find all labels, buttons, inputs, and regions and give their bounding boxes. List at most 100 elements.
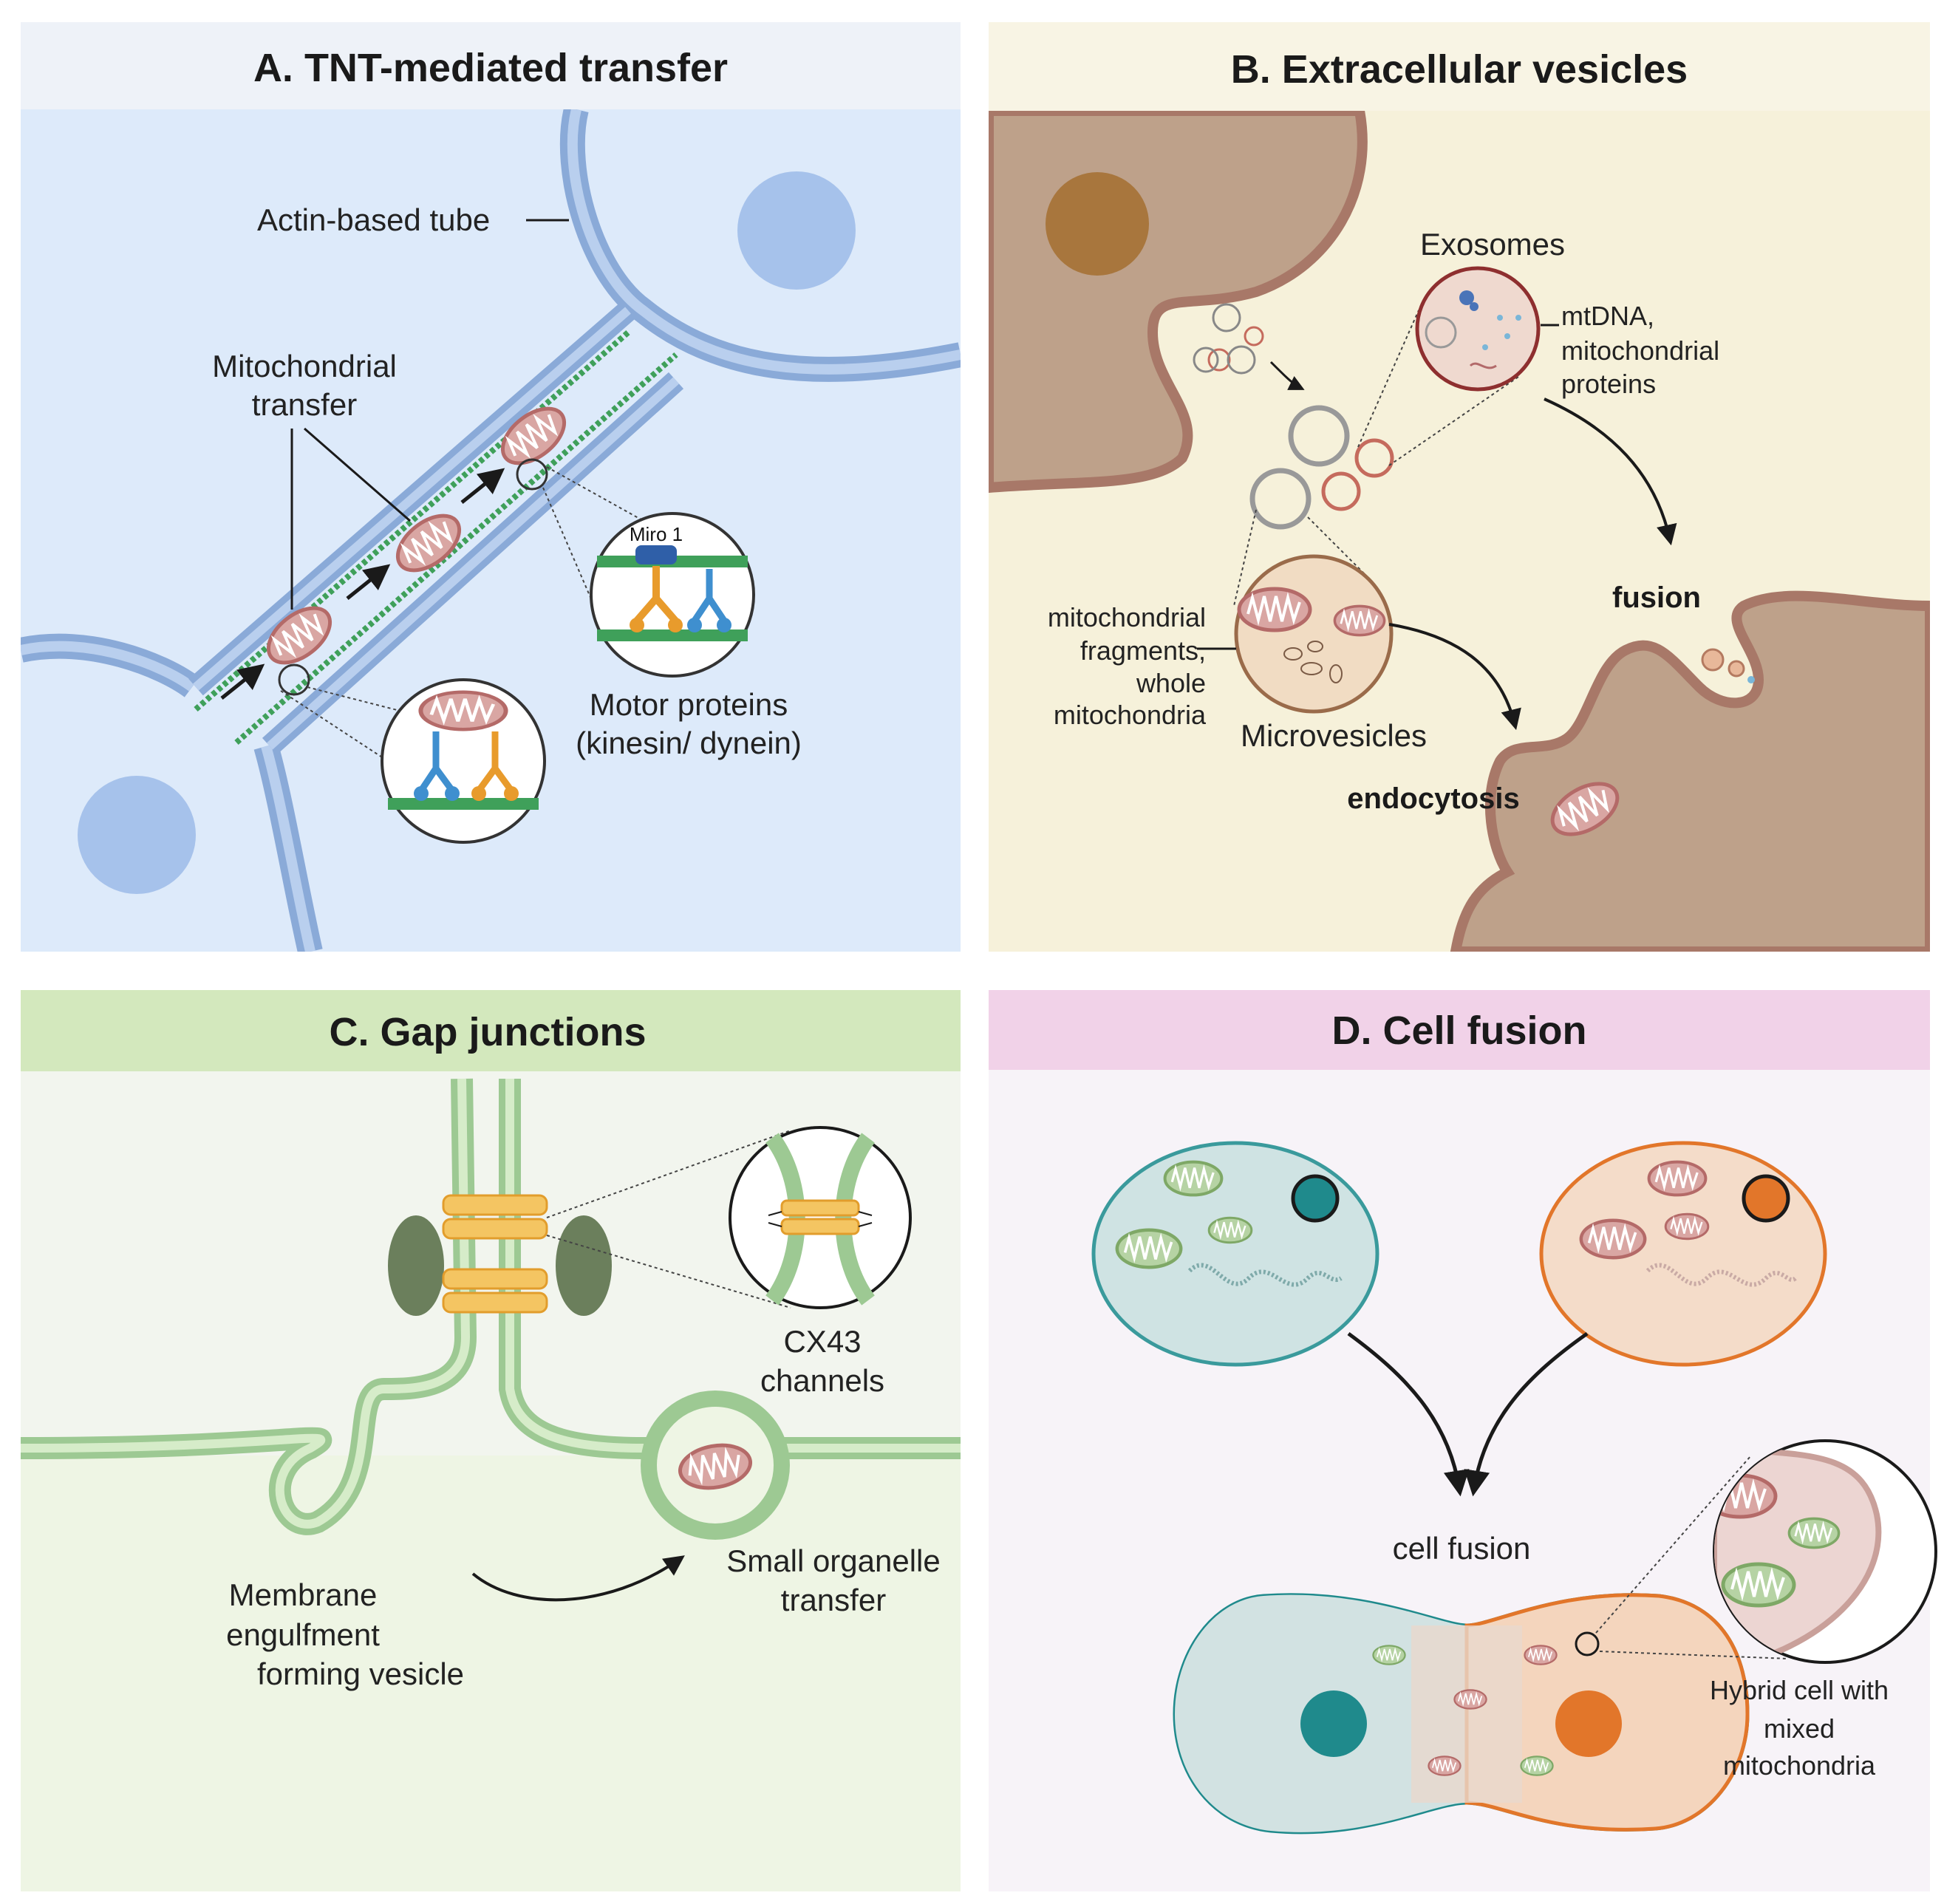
orange-cell — [1539, 1141, 1827, 1367]
hybrid-cell — [1173, 1593, 1750, 1835]
teal-cell — [1091, 1141, 1379, 1367]
gap-junction-channel-icon — [442, 1268, 548, 1314]
cx43-label-line1: CX43 — [783, 1324, 861, 1359]
exosomes-label: Exosomes — [1420, 227, 1565, 262]
panel-a-title: A. TNT-mediated transfer — [253, 46, 728, 90]
vesicle-icon — [1212, 303, 1241, 332]
nucleus-upper — [737, 171, 856, 290]
nucleus-icon — [1742, 1174, 1790, 1223]
motor-label-line2: (kinesin/ dynein) — [576, 726, 802, 760]
fusion-label: fusion — [1612, 581, 1701, 614]
vesicle-icon — [388, 1215, 444, 1316]
miro-zoom-circle: Miro 1 — [590, 512, 755, 678]
mito-fragment-icon — [1701, 648, 1725, 672]
vesicle-icon — [1207, 348, 1231, 372]
endocytosis-label: endocytosis — [1347, 782, 1519, 815]
mitochondrion-icon — [1524, 1645, 1558, 1665]
panel-b: B. Extracellular vesicles Exosomes — [989, 22, 1930, 952]
motor-zoom-circle — [381, 678, 546, 844]
mitochondrion-icon — [1239, 589, 1310, 630]
exosome-zoom-circle — [1415, 266, 1541, 392]
nucleus-icon — [1291, 1174, 1340, 1223]
panel-c-title: C. Gap junctions — [329, 1010, 646, 1054]
frag-label-line2: fragments, — [1080, 635, 1206, 666]
miro-protein-icon — [635, 545, 677, 564]
mito-transfer-label-line2: transfer — [252, 387, 357, 422]
hybrid-label-line1: Hybrid cell with — [1710, 1675, 1889, 1705]
nucleus-donor — [1046, 172, 1149, 276]
mtdna-label-line3: proteins — [1561, 369, 1656, 399]
arrow-icon — [1269, 361, 1305, 390]
nucleus-lower — [78, 776, 196, 894]
panel-b-header — [989, 22, 1930, 111]
miro-label: Miro 1 — [630, 523, 683, 545]
frag-label-line3: whole — [1136, 668, 1206, 698]
dynein-icon — [692, 569, 727, 623]
vesicle-icon — [1244, 326, 1264, 347]
panel-d: D. Cell fusion cell fusion — [989, 990, 1937, 1891]
nucleus-icon — [1300, 1690, 1367, 1757]
cx43-label-line2: channels — [760, 1363, 884, 1398]
membrane-label-line3: forming vesicle — [257, 1656, 464, 1691]
kinesin-icon — [634, 566, 678, 624]
mitochondrion-icon — [1372, 1645, 1406, 1665]
mtdna-icon — [1187, 1263, 1343, 1287]
vesicle-icon — [1354, 438, 1394, 478]
mitochondrion-icon — [1723, 1564, 1794, 1606]
mitochondrion-icon — [1787, 1517, 1841, 1549]
panel-d-title: D. Cell fusion — [1331, 1009, 1586, 1053]
microvesicle-zoom-circle — [1234, 554, 1394, 714]
vesicle-icon — [1193, 347, 1219, 373]
mtdna-icon — [1645, 1263, 1798, 1287]
mitochondrion-icon — [1207, 1216, 1253, 1244]
panel-c: C. Gap junctions — [21, 990, 961, 1891]
arrow-icon — [471, 1555, 685, 1602]
membrane-label-line2: engulfment — [226, 1617, 380, 1652]
vesicle-icon — [1321, 471, 1361, 511]
arrow-icon — [1544, 397, 1677, 546]
mito-fragment-icon — [1728, 660, 1745, 678]
hybrid-label-line2: mixed — [1764, 1713, 1835, 1744]
mitochondrion-icon — [1664, 1212, 1710, 1241]
vesicle-icon — [1249, 468, 1312, 530]
motor-label-line1: Motor proteins — [590, 687, 788, 722]
mitochondrion-icon — [1117, 1230, 1181, 1267]
hybrid-zoom-circle — [1713, 1439, 1937, 1664]
arrow-icon — [346, 564, 391, 600]
mitochondrion-icon — [1581, 1221, 1645, 1258]
hybrid-label-line3: mitochondria — [1723, 1750, 1876, 1781]
zoom-source-circle — [1575, 1631, 1600, 1656]
mtdna-label-line1: mtDNA, — [1561, 301, 1654, 331]
mito-transfer-label-line1: Mitochondrial — [212, 349, 397, 383]
vesicle-icon — [1227, 345, 1256, 375]
mito-transfer-pointer — [304, 427, 411, 522]
zoom-source-circle — [516, 458, 548, 491]
recipient-cell — [1450, 590, 1930, 952]
arrow-icon — [1464, 1331, 1589, 1497]
mitochondrion-icon — [1453, 1689, 1487, 1710]
panel-b-title: B. Extracellular vesicles — [1231, 47, 1688, 92]
vesicle-icon — [556, 1215, 612, 1316]
mitochondrion-icon — [1333, 604, 1386, 637]
frag-label-line1: mitochondrial — [1048, 602, 1206, 632]
small-organelle-label-line2: transfer — [781, 1583, 886, 1617]
arrow-icon — [1388, 623, 1521, 731]
membrane-label-line1: Membrane — [229, 1577, 378, 1612]
zoom-source-circle — [278, 663, 310, 696]
arrow-icon — [220, 663, 265, 700]
nucleus-icon — [1555, 1690, 1622, 1757]
mitochondrion-icon — [1165, 1162, 1222, 1195]
panel-a-header — [21, 22, 961, 109]
mitochondrion-icon — [1520, 1755, 1554, 1776]
frag-label-line4: mitochondria — [1054, 700, 1207, 730]
cx43-zoom-circle — [729, 1126, 912, 1309]
arrow-icon — [460, 468, 505, 504]
mtdna-label-line2: mitochondrial — [1561, 335, 1719, 366]
vesicle-icon — [1288, 405, 1350, 467]
panel-d-header — [989, 990, 1930, 1070]
arrow-icon — [1347, 1331, 1470, 1497]
mitochondrion-icon — [1649, 1162, 1706, 1195]
panel-a: A. TNT-mediated transfer Actin-based tub… — [21, 22, 961, 952]
gap-junction-channel-icon — [442, 1194, 548, 1240]
